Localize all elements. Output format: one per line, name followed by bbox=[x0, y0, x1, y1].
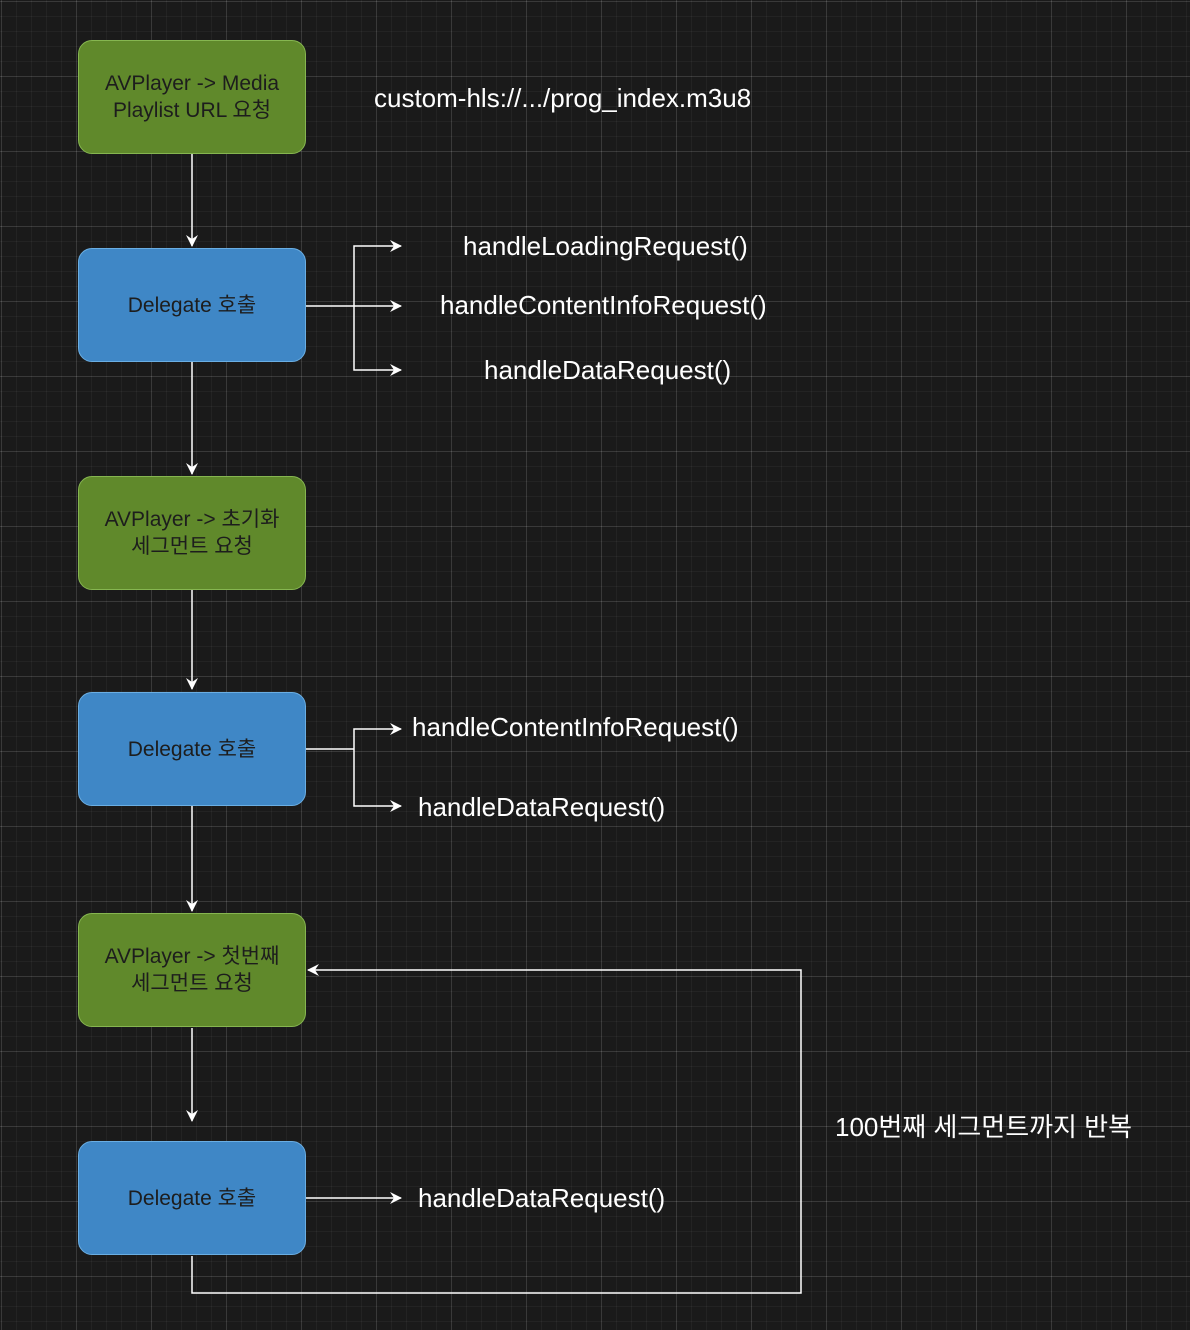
arrow-loop-back-to-first-segment bbox=[191, 964, 802, 1294]
node-delegate-call-3: Delegate 호출 bbox=[78, 1141, 306, 1255]
node-init-segment-request-label: AVPlayer -> 초기화 세그먼트 요청 bbox=[104, 508, 280, 558]
arrow-to-handle-data-request-2 bbox=[353, 749, 402, 812]
node-media-playlist-request: AVPlayer -> Media Playlist URL 요청 bbox=[78, 40, 306, 154]
arrow-to-handle-data-request-1 bbox=[353, 306, 402, 376]
handler-label-content-info-request-1: handleContentInfoRequest() bbox=[440, 290, 767, 320]
node-delegate-call-2: Delegate 호출 bbox=[78, 692, 306, 806]
node-delegate-call-1: Delegate 호출 bbox=[78, 248, 306, 362]
node-first-segment-request: AVPlayer -> 첫번째 세그먼트 요청 bbox=[78, 913, 306, 1027]
node-init-segment-request: AVPlayer -> 초기화 세그먼트 요청 bbox=[78, 476, 306, 590]
node-first-segment-request-label: AVPlayer -> 첫번째 세그먼트 요청 bbox=[104, 945, 280, 995]
playlist-url-label: custom-hls://.../prog_index.m3u8 bbox=[374, 83, 752, 113]
node-delegate-call-1-label: Delegate 호출 bbox=[127, 293, 257, 317]
node-delegate-call-3-label: Delegate 호출 bbox=[127, 1186, 257, 1210]
handler-label-data-request-3: handleDataRequest() bbox=[418, 1183, 666, 1213]
node-delegate-call-2-label: Delegate 호출 bbox=[127, 737, 257, 761]
loop-note-label: 100번째 세그먼트까지 반복 bbox=[835, 1112, 1133, 1142]
handler-label-loading-request: handleLoadingRequest() bbox=[463, 231, 748, 261]
arrow-to-handle-loading-request bbox=[353, 240, 402, 306]
handler-label-data-request-2: handleDataRequest() bbox=[418, 792, 666, 822]
arrow-to-handle-content-info-request-2 bbox=[353, 723, 402, 749]
handler-label-content-info-request-2: handleContentInfoRequest() bbox=[412, 712, 739, 742]
handler-label-data-request-1: handleDataRequest() bbox=[484, 355, 732, 385]
node-media-playlist-request-label: AVPlayer -> Media Playlist URL 요청 bbox=[104, 72, 280, 122]
